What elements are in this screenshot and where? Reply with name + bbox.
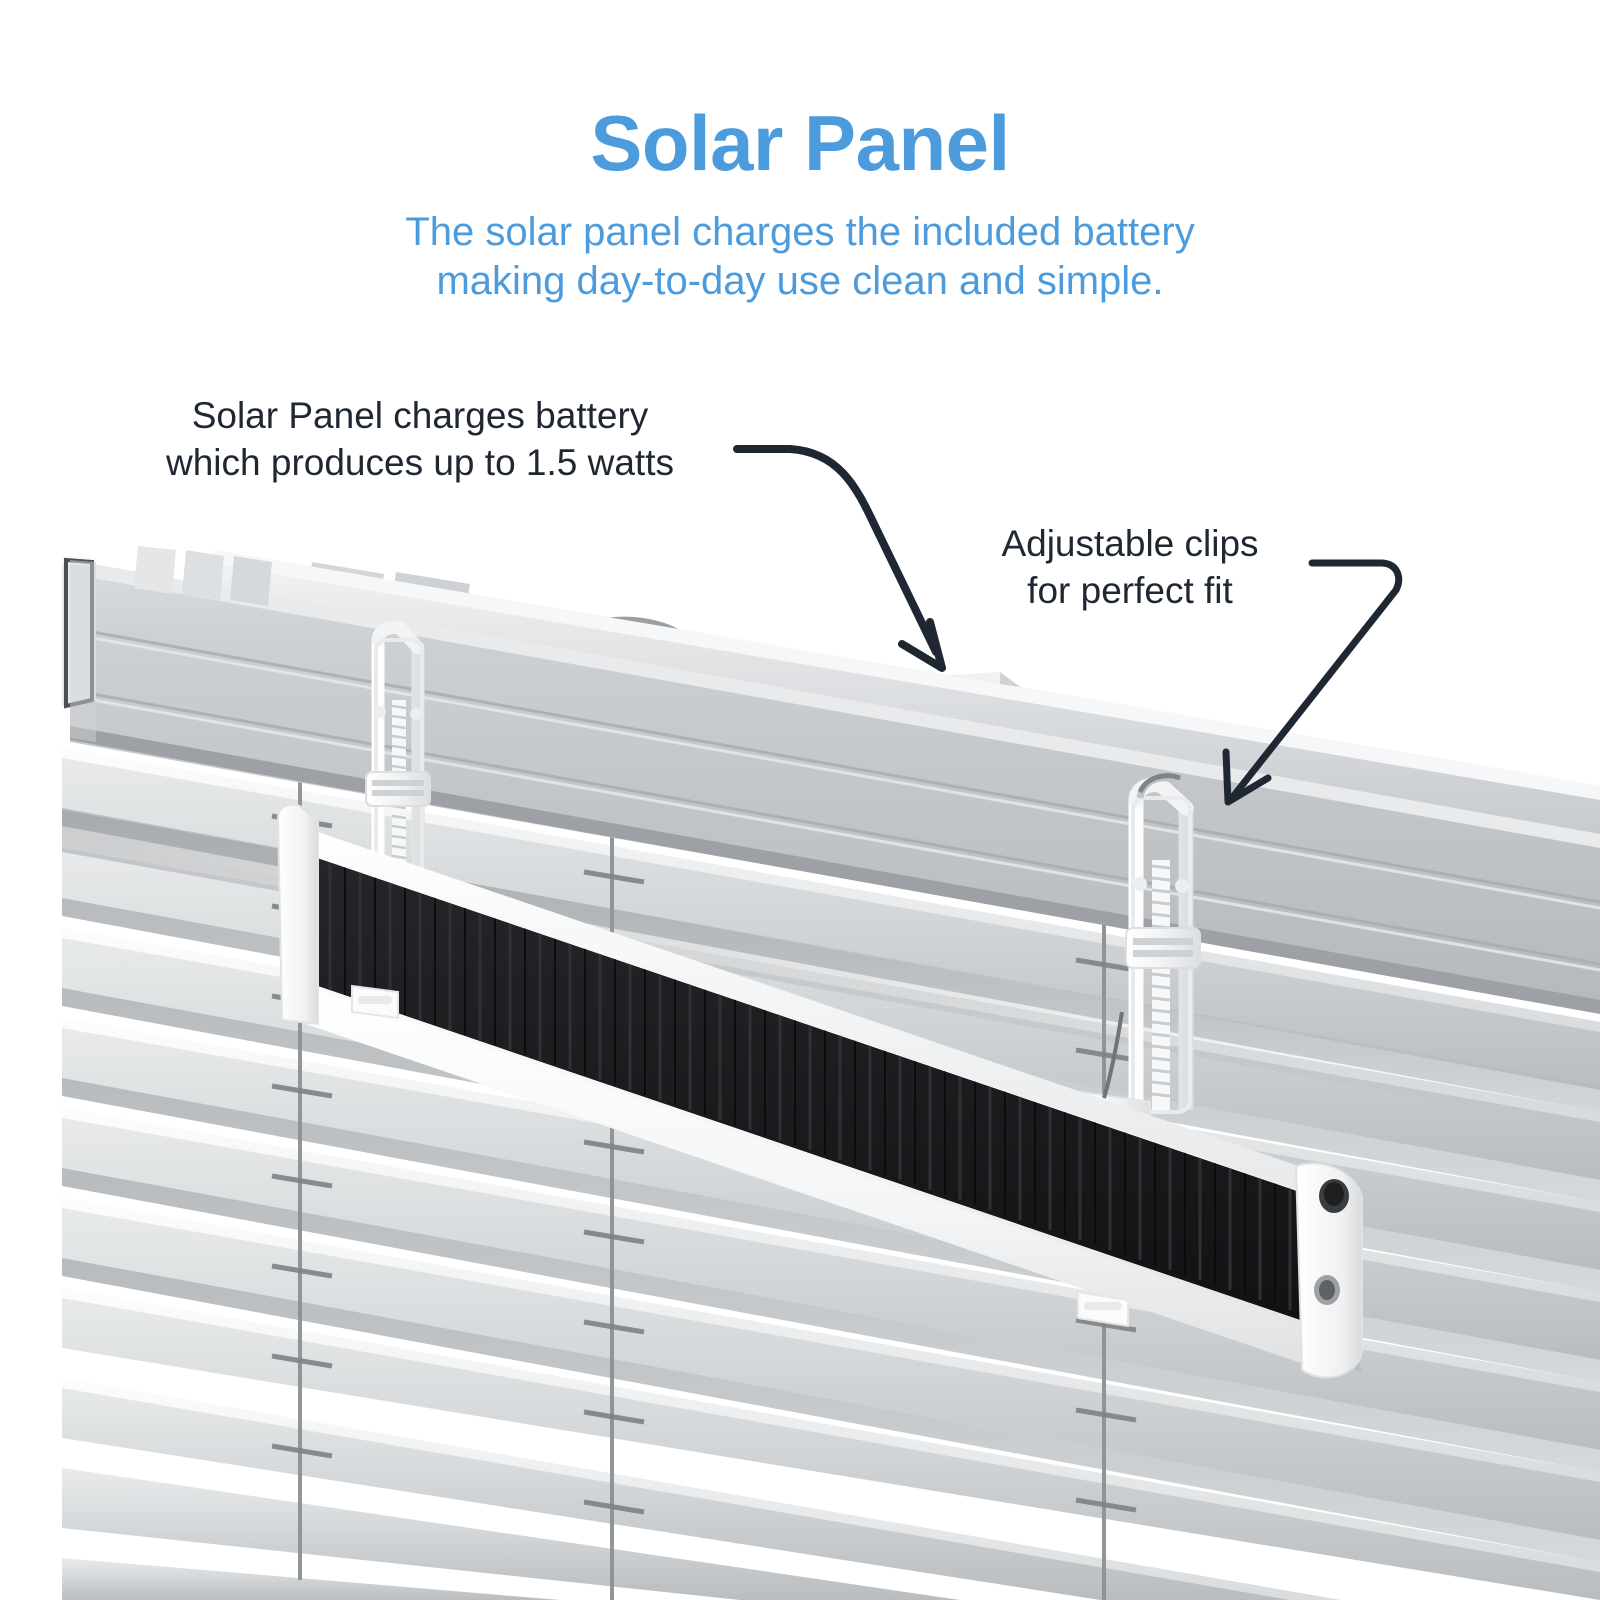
headrail-face [69, 560, 1600, 1014]
headrail-end-cap-left [62, 556, 96, 742]
callout-solar-panel-line-2: which produces up to 1.5 watts [165, 442, 674, 484]
adjustable-clip-right [1081, 773, 1201, 1130]
page-subtitle: The solar panel charges the included bat… [0, 208, 1600, 306]
solar-panel [276, 803, 1363, 1379]
callout-adjustable-clips: Adjustable clips for perfect fit [960, 520, 1300, 615]
callout-clips-line-1: Adjustable clips [1001, 523, 1259, 564]
callout-solar-panel-line-1: Solar Panel charges battery [191, 395, 649, 436]
panel-end-cap-right [1294, 1162, 1363, 1379]
page-title: Solar Panel [590, 99, 1010, 187]
subtitle-line-2: making day-to-day use clean and simple. [436, 258, 1164, 303]
callout-solar-panel-battery: Solar Panel charges battery which produc… [120, 392, 720, 487]
panel-mount-tabs [351, 984, 1129, 1328]
valance-clips [134, 546, 272, 606]
panel-end-cap-left [276, 803, 319, 1026]
subtitle-line-1: The solar panel charges the included bat… [405, 210, 1195, 254]
callout-clips-line-2: for perfect fit [1027, 570, 1233, 612]
